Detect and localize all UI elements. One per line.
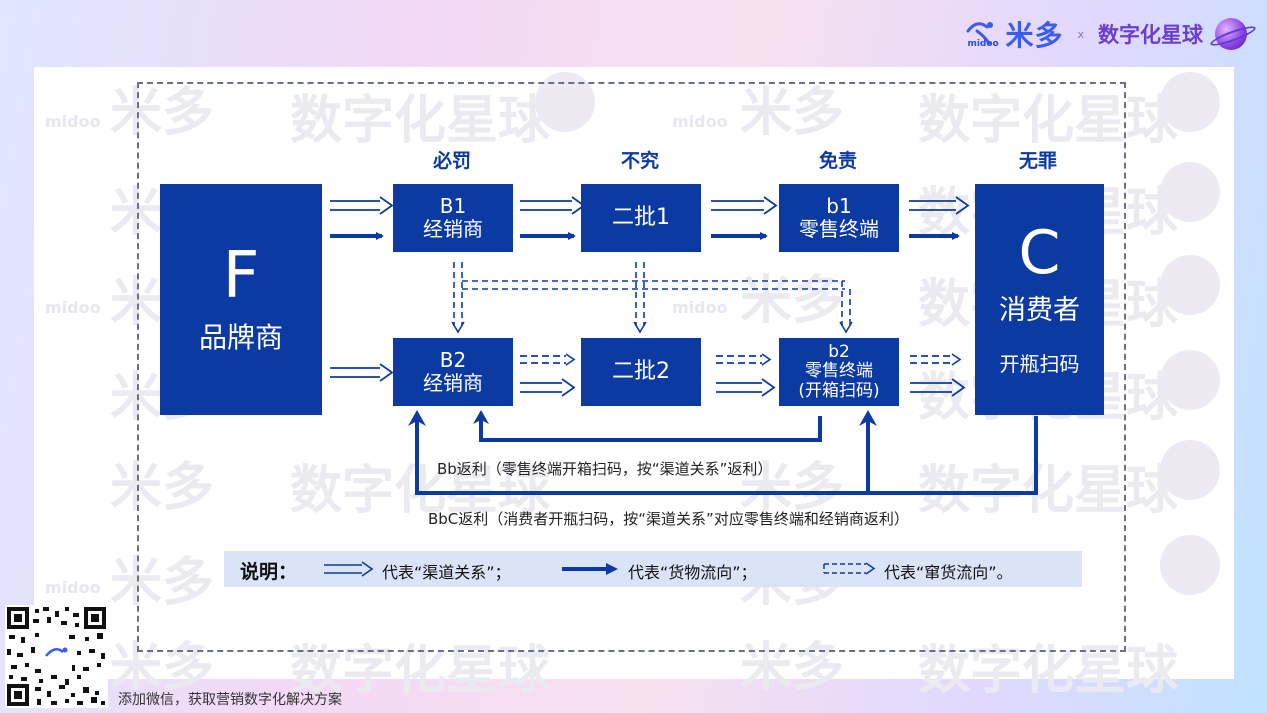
node-code: b1 bbox=[826, 194, 852, 218]
node-letter: F bbox=[222, 239, 260, 314]
rebate-bb-path bbox=[479, 416, 822, 442]
watermark-planet-icon bbox=[1160, 72, 1220, 132]
brand-sub: midoo bbox=[967, 39, 999, 49]
node-retail-b1: b1 零售终端 bbox=[779, 184, 899, 252]
planet-icon bbox=[1215, 18, 1247, 50]
midoo-logo-icon: midoo bbox=[965, 17, 999, 51]
legend-channel-label: 代表“渠道关系”； bbox=[382, 563, 511, 582]
node-letter: C bbox=[1018, 218, 1061, 289]
watermark-planet-icon bbox=[1160, 535, 1220, 595]
channel-arrow bbox=[330, 196, 970, 215]
legend-title: 说明： bbox=[240, 561, 298, 583]
partner-name: 数字化星球 bbox=[1098, 23, 1203, 47]
brand-logo: midoo 米多 x 数字化星球 bbox=[965, 14, 1247, 54]
logo-separator: x bbox=[1077, 27, 1084, 41]
rebate-bb-arrowhead bbox=[473, 410, 489, 424]
qr-code-icon bbox=[5, 605, 108, 708]
dashed-frame bbox=[137, 82, 1126, 652]
legend: 说明： 代表“渠道关系”； 代表“货物流向”； 代表“窜货流向”。 bbox=[224, 551, 1082, 587]
column-header-exempt: 免责 bbox=[818, 150, 857, 172]
watermark-planet-icon bbox=[1160, 440, 1220, 500]
cross-diversion-lines bbox=[453, 262, 851, 326]
node-label: 二批2 bbox=[612, 359, 670, 385]
node-sub-label: (开箱扫码) bbox=[798, 380, 880, 401]
node-label: 经销商 bbox=[423, 217, 483, 241]
node-sub-label: 开瓶扫码 bbox=[999, 351, 1080, 376]
node-distributor-b2: B2 经销商 bbox=[393, 338, 513, 406]
legend-channel-arrow-icon bbox=[324, 561, 374, 577]
rebate-bbc-arrowhead bbox=[408, 410, 426, 426]
node-label: 零售终端 bbox=[805, 361, 873, 382]
node-brand-f: F 品牌商 bbox=[160, 184, 322, 415]
node-label: 消费者 bbox=[999, 295, 1080, 327]
node-batch-2: 二批2 bbox=[581, 338, 701, 406]
node-consumer-c: C 消费者 开瓶扫码 bbox=[975, 184, 1104, 415]
column-header-ignore: 不究 bbox=[620, 150, 659, 172]
legend-goods-arrow-icon bbox=[562, 563, 618, 575]
diversion-arrowheads bbox=[565, 353, 962, 366]
watermark-planet-icon bbox=[1160, 350, 1220, 410]
rebate-bbc-arrowhead bbox=[859, 410, 877, 426]
legend-diversion-arrow-icon bbox=[823, 562, 876, 575]
node-label: 二批1 bbox=[612, 205, 670, 231]
channel-arrow bbox=[330, 363, 966, 397]
column-header-punish: 必罚 bbox=[432, 150, 471, 172]
watermark-planet-icon bbox=[1160, 255, 1220, 315]
node-label: 经销商 bbox=[423, 371, 483, 395]
rebate-bb-caption: Bb返利（零售终端开箱扫码，按“渠道关系”返利） bbox=[437, 460, 773, 478]
node-label: 品牌商 bbox=[198, 321, 283, 355]
footer-text: 添加微信，获取营销数字化解决方案 bbox=[118, 692, 342, 708]
rebate-bbc-path bbox=[415, 416, 1038, 495]
watermark-planet-icon bbox=[1160, 162, 1220, 222]
node-distributor-b1: B1 经销商 bbox=[393, 184, 513, 252]
node-batch-1: 二批1 bbox=[581, 184, 701, 252]
legend-diversion-label: 代表“窜货流向”。 bbox=[884, 563, 1013, 582]
legend-goods-label: 代表“货物流向”； bbox=[628, 563, 757, 582]
node-label: 零售终端 bbox=[799, 217, 879, 241]
column-header-innocent: 无罪 bbox=[1018, 150, 1057, 172]
node-code: B2 bbox=[439, 348, 467, 372]
node-retail-b2: b2 零售终端 (开箱扫码) bbox=[779, 338, 899, 406]
node-code: b2 bbox=[828, 341, 850, 362]
node-code: B1 bbox=[439, 194, 467, 218]
cross-diversion-heads bbox=[451, 321, 853, 334]
brand-name: 米多 bbox=[1005, 19, 1064, 52]
rebate-bbc-caption: BbC返利（消费者开瓶扫码，按“渠道关系”对应零售终端和经销商返利） bbox=[428, 510, 909, 528]
diversion-arrow bbox=[520, 355, 952, 364]
qr-code bbox=[5, 605, 108, 708]
